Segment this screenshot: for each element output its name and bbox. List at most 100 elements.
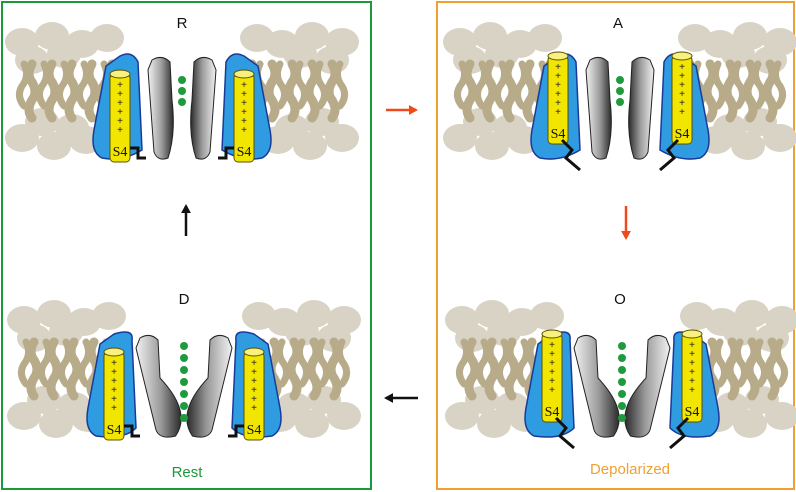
gating-charge: + xyxy=(251,385,257,396)
ion xyxy=(618,402,626,410)
pore-gate-right xyxy=(624,334,671,438)
gating-charge: + xyxy=(117,116,123,127)
state-label-d: D xyxy=(179,291,190,308)
lipid-tail xyxy=(273,60,289,110)
gating-charge: + xyxy=(679,89,685,100)
lipid-tail xyxy=(753,338,769,388)
lipid-head xyxy=(493,114,527,142)
gating-charge: + xyxy=(241,125,247,136)
pore-gate-left xyxy=(573,334,620,438)
gating-charge: + xyxy=(555,80,561,91)
s4-helix-top xyxy=(109,69,131,79)
gating-charge: + xyxy=(549,358,555,369)
gating-charge: + xyxy=(251,376,257,387)
gating-charge: + xyxy=(111,385,117,396)
ion xyxy=(180,378,188,386)
ion xyxy=(618,342,626,350)
s4-label: S4 xyxy=(675,127,690,142)
gating-charge: + xyxy=(251,367,257,378)
gating-charge: + xyxy=(111,376,117,387)
lipid-tail xyxy=(35,60,51,110)
rest-label: Rest xyxy=(172,464,204,481)
lipid-tail xyxy=(733,338,749,388)
ion xyxy=(178,98,186,106)
s4-s5-linker-right xyxy=(228,424,244,438)
lipid-tail xyxy=(37,338,53,388)
s4-helix-top xyxy=(671,51,693,61)
gating-charge: + xyxy=(549,349,555,360)
gating-charge: + xyxy=(111,394,117,405)
s4-s5-linker-left xyxy=(554,416,575,450)
lipid-tail xyxy=(333,60,349,110)
gating-charge: + xyxy=(111,403,117,414)
gating-charge: + xyxy=(679,98,685,109)
ion xyxy=(178,87,186,95)
rest-frame xyxy=(1,1,372,490)
ion xyxy=(180,402,188,410)
ion xyxy=(180,354,188,362)
gating-charge: + xyxy=(555,89,561,100)
lipid-tail xyxy=(473,60,489,110)
state-label-a: A xyxy=(613,15,623,32)
gating-charge: + xyxy=(555,98,561,109)
lipid-tail xyxy=(455,338,471,388)
lipid-tail xyxy=(57,338,73,388)
gating-charge: + xyxy=(241,116,247,127)
lipid-tail xyxy=(495,338,511,388)
s4-s5-linker-left xyxy=(124,424,140,438)
gating-charge: + xyxy=(689,349,695,360)
s4-helix-top xyxy=(547,51,569,61)
state-panel-o: ++++++S4++++++S4 xyxy=(445,300,796,450)
gating-charge: + xyxy=(549,376,555,387)
gating-charge: + xyxy=(117,80,123,91)
lipid-tail xyxy=(15,60,31,110)
gating-charge: + xyxy=(689,367,695,378)
lipid-tail xyxy=(77,338,93,388)
gating-charge: + xyxy=(679,62,685,73)
s4-s5-linker-right xyxy=(669,416,690,450)
ion xyxy=(178,76,186,84)
ion xyxy=(616,76,624,84)
s4-label: S4 xyxy=(551,127,566,142)
s4-helix-top xyxy=(681,329,703,339)
lipid-tail xyxy=(17,338,33,388)
gating-charge: + xyxy=(117,107,123,118)
gating-charge: + xyxy=(117,89,123,100)
pore-gate-left xyxy=(585,56,612,160)
lipid-tail xyxy=(295,338,311,388)
lipid-head xyxy=(495,392,529,420)
lipid-head xyxy=(528,24,562,52)
gating-charge: + xyxy=(241,89,247,100)
s4-label: S4 xyxy=(685,405,700,420)
s4-label: S4 xyxy=(113,145,128,160)
lipid-tail xyxy=(293,60,309,110)
s4-s5-linker-right xyxy=(218,146,234,160)
gating-charge: + xyxy=(117,125,123,136)
s4-helix-top xyxy=(233,69,255,79)
s4-helix-top xyxy=(541,329,563,339)
lipid-tail xyxy=(513,60,529,110)
lipid-tail xyxy=(315,338,331,388)
ion xyxy=(618,414,626,422)
lipid-head xyxy=(92,302,126,330)
pore-gate-right xyxy=(190,56,217,160)
lipid-head xyxy=(90,24,124,52)
pore-gate-left xyxy=(147,56,174,160)
lipid-tail xyxy=(711,60,727,110)
gating-charge: + xyxy=(679,71,685,82)
gating-charge: + xyxy=(689,376,695,387)
gating-charge: + xyxy=(251,394,257,405)
ion xyxy=(616,98,624,106)
ion xyxy=(618,354,626,362)
gating-charge: + xyxy=(241,107,247,118)
state-label-o: O xyxy=(614,291,626,308)
lipid-head xyxy=(678,24,712,52)
s4-s5-linker-left xyxy=(560,138,581,172)
lipid-tail xyxy=(515,338,531,388)
state-label-r: R xyxy=(177,15,188,32)
pore-gate-right xyxy=(186,334,233,438)
lipid-head xyxy=(275,114,309,142)
s4-helix-top xyxy=(103,347,125,357)
gating-charge: + xyxy=(241,98,247,109)
